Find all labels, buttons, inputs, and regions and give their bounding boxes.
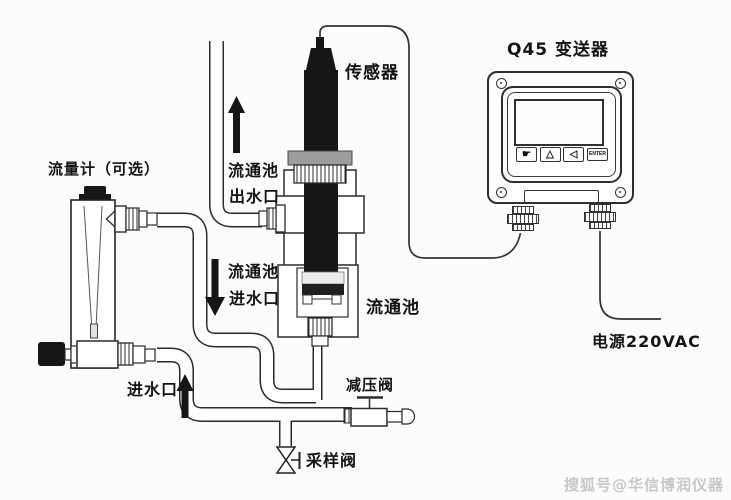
menu-hand-icon: ☛: [522, 148, 531, 160]
reducing-valve-label: 减压阀: [346, 376, 395, 394]
flowmeter-cap-disc: [79, 194, 111, 201]
transmitter-front-panel: ☛ △ ◁ ENTER: [501, 86, 622, 183]
sampling-valve: [275, 446, 301, 474]
flow-cell: [258, 37, 365, 347]
panel-bezel: [507, 92, 616, 177]
cable-gland-left: [512, 206, 534, 214]
sensor-cable-nipple: [316, 37, 324, 49]
flow-cell-inlet-fitting: [307, 317, 333, 347]
tip-foot-right: [331, 294, 342, 305]
tip-foot-left: [302, 294, 313, 305]
screw-icon: [615, 78, 626, 89]
left-triangle-icon: ◁: [569, 148, 578, 160]
inlet-label-line2: 进水口: [229, 289, 281, 308]
needle-valve-knob: [38, 342, 65, 366]
transmitter-enclosure: ☛ △ ◁ ENTER: [487, 71, 634, 204]
cable-gland-right: [589, 204, 611, 212]
cable-gland-right: [589, 222, 611, 229]
up-button[interactable]: △: [539, 147, 561, 162]
watermark: 搜狐号@华信博润仪器: [564, 476, 725, 494]
power-cable: [599, 231, 661, 320]
cable-gland-left: [512, 224, 534, 231]
flowmeter-body: [70, 199, 116, 369]
flowmeter-needle-valve: [38, 340, 156, 369]
sensor-label: 传感器: [345, 63, 399, 83]
enter-button-label: ENTER: [589, 151, 606, 157]
sensor-tip: [302, 284, 344, 295]
inlet-down-arrow: [205, 259, 225, 316]
flowmeter-chevron: [105, 210, 116, 228]
sensor-cable: [319, 25, 522, 259]
lcd-display: [514, 99, 604, 146]
pressure-reducing-valve: [343, 396, 416, 427]
water-inlet-label: 进水口: [127, 380, 179, 399]
menu-button[interactable]: ☛: [516, 147, 537, 162]
sampling-valve-label: 采样阀: [306, 451, 358, 470]
tag-slot: [524, 190, 599, 203]
outlet-label-line2: 出水口: [229, 187, 281, 206]
threaded-collar: [293, 164, 347, 184]
mounting-flange: [287, 150, 353, 166]
valve-outlet-tip: [401, 408, 416, 425]
screw-icon: [496, 78, 507, 89]
inlet-label-line1: 流通池: [228, 262, 280, 281]
flowmeter-float: [90, 323, 98, 339]
sensor-cap: [306, 48, 336, 70]
water-inlet-up-arrow: [176, 374, 194, 418]
flowmeter-taper-tube: [83, 205, 103, 339]
flow-cell-outlet-fitting: [258, 204, 286, 233]
outlet-up-arrow: [228, 96, 245, 153]
cable-gland-right: [584, 212, 616, 222]
flowmeter: [38, 186, 158, 369]
sensor-membrane: [301, 271, 345, 285]
transmitter-label: Q45 变送器: [507, 40, 610, 60]
left-button[interactable]: ◁: [563, 147, 584, 162]
enter-button[interactable]: ENTER: [587, 148, 608, 161]
flow-cell-label: 流通池: [366, 298, 420, 318]
screw-icon: [496, 187, 507, 198]
screw-icon: [615, 187, 626, 198]
flowmeter-top-fitting: [114, 205, 158, 233]
up-triangle-icon: △: [546, 148, 554, 160]
flowmeter-label: 流量计（可选）: [48, 160, 161, 178]
flow-arrows: [176, 96, 245, 418]
flowmeter-top-cap: [84, 186, 106, 195]
cable-gland-left: [507, 214, 539, 224]
outlet-label-line1: 流通池: [228, 161, 280, 180]
power-label: 电源220VAC: [592, 332, 701, 351]
